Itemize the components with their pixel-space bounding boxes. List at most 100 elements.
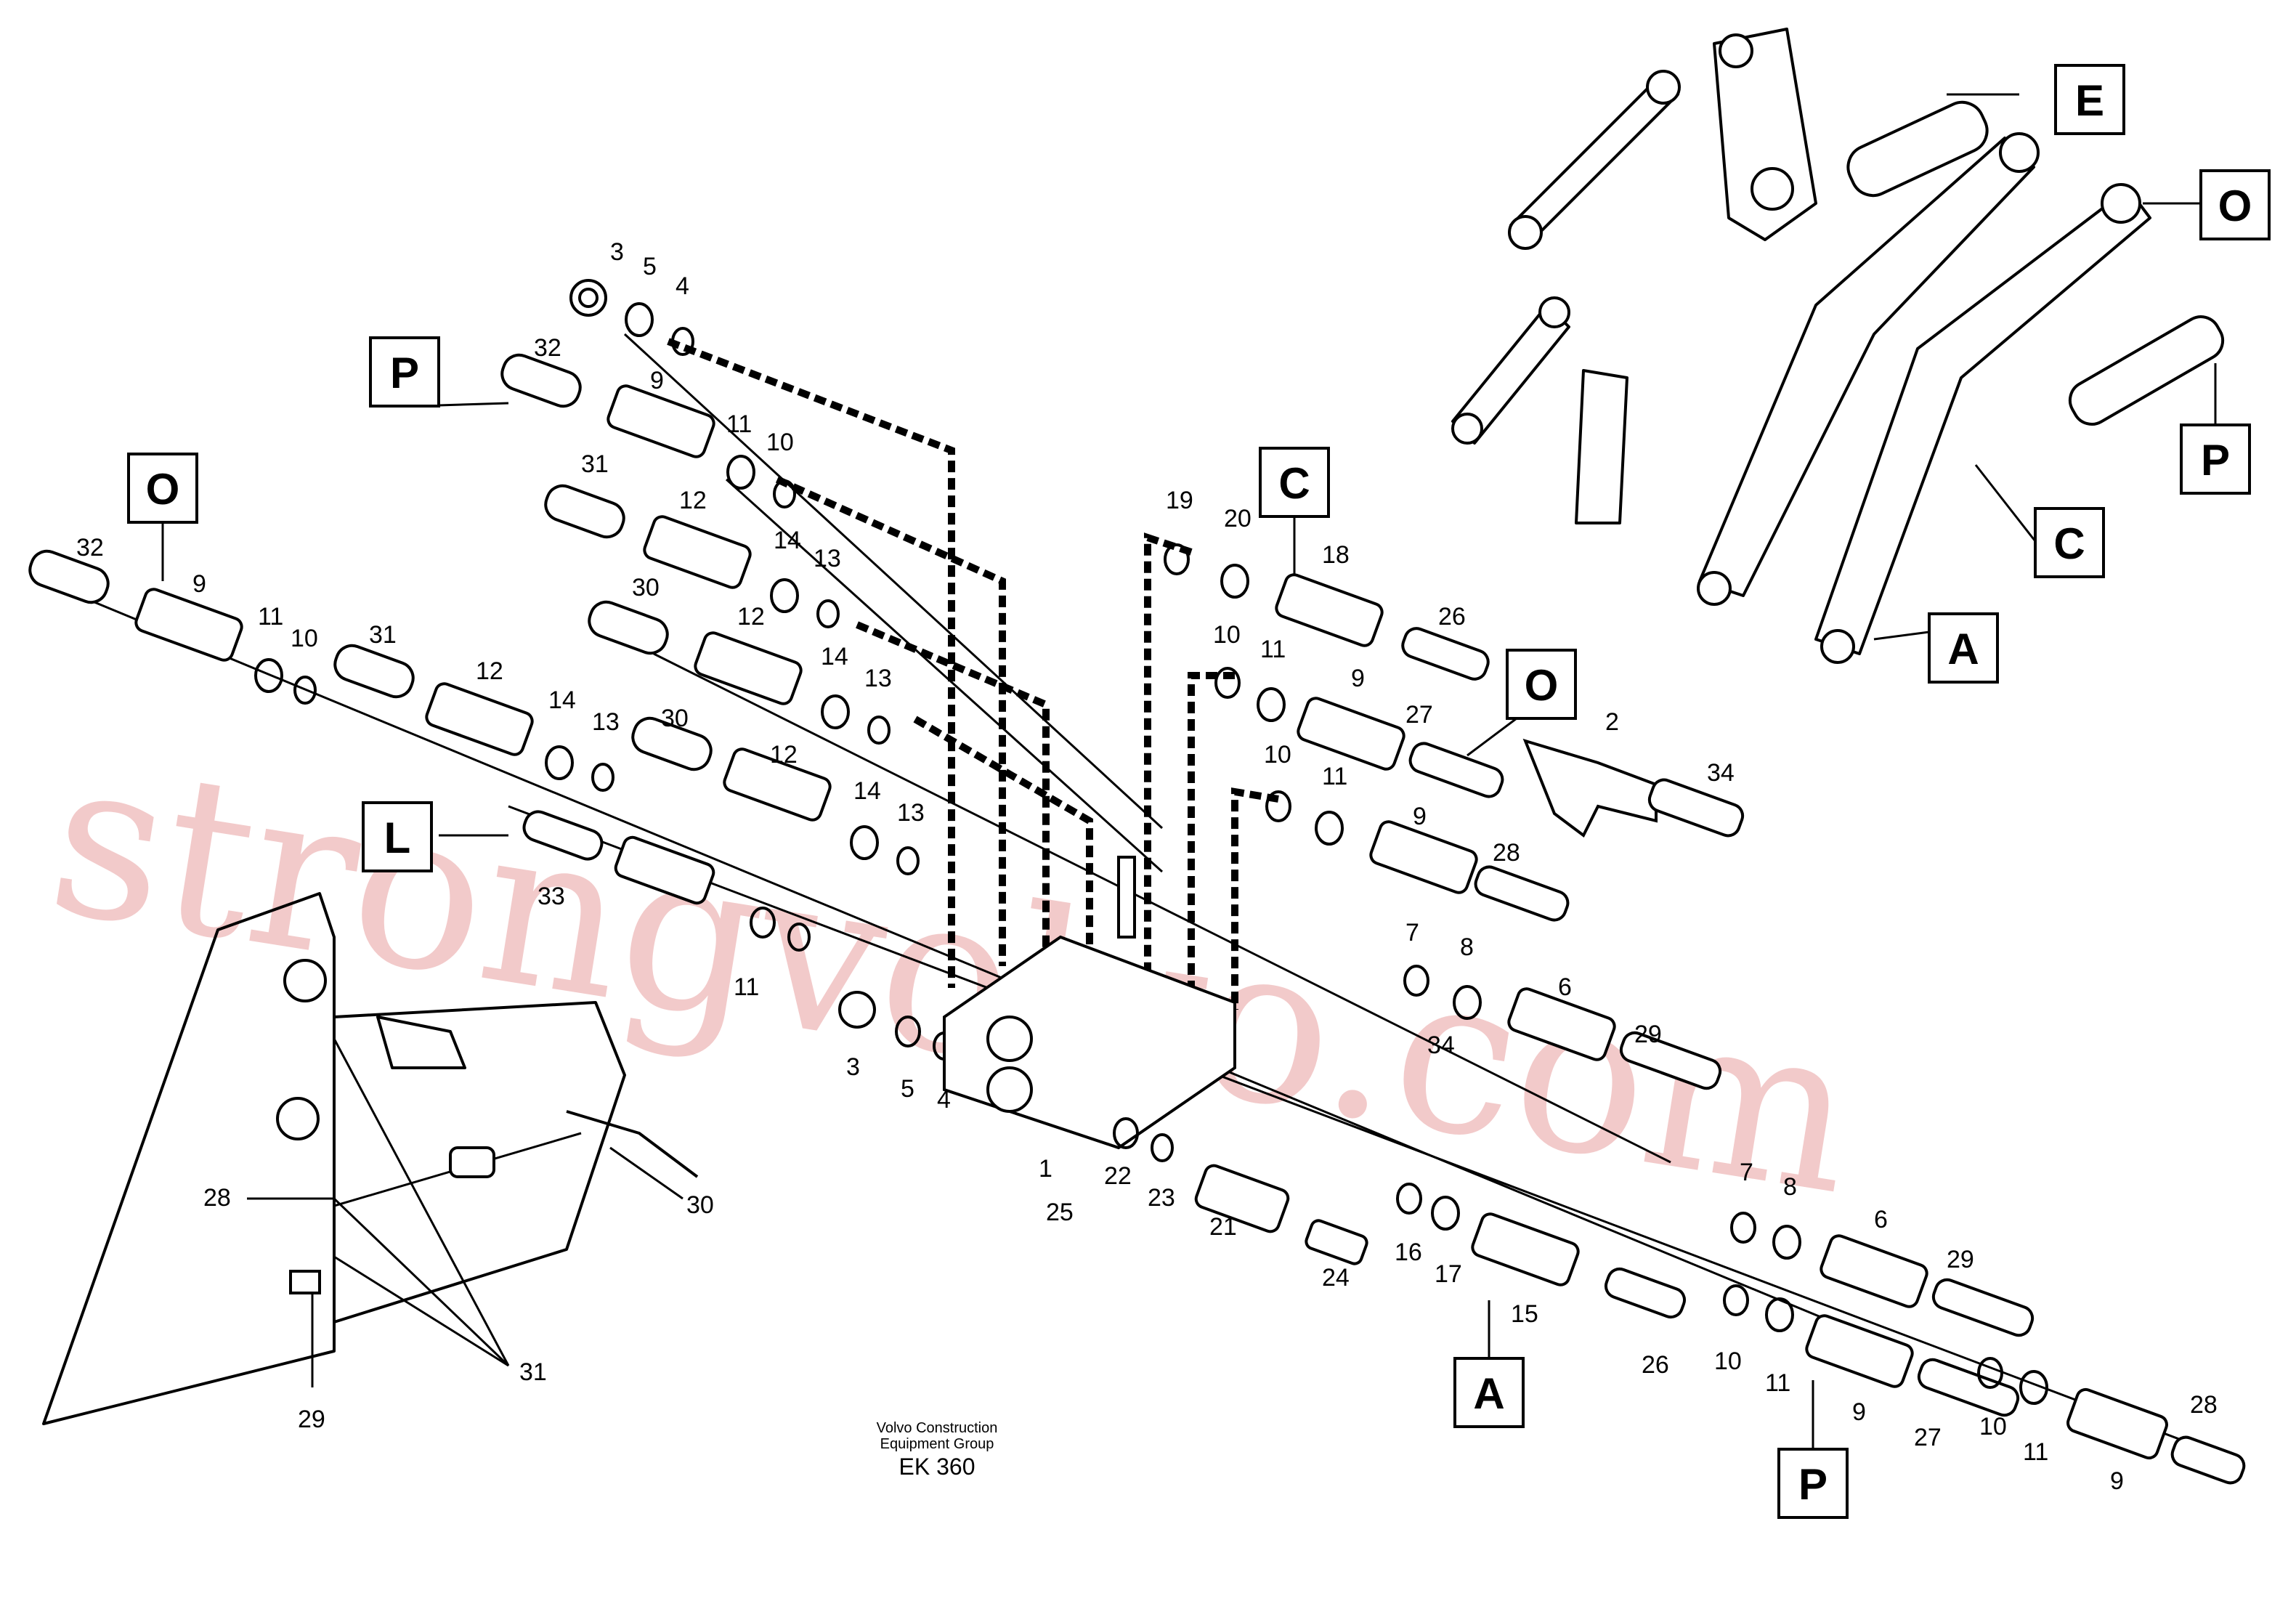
svg-text:11: 11 [1765,1369,1790,1397]
svg-text:15: 15 [1511,1300,1538,1328]
svg-text:10: 10 [1264,741,1291,769]
assembly-axis-lines [43,333,2216,1454]
svg-text:29: 29 [1947,1246,1974,1273]
svg-text:6: 6 [1558,973,1572,1001]
svg-text:26: 26 [1642,1351,1669,1379]
svg-text:10: 10 [1213,621,1241,649]
svg-text:30: 30 [661,705,689,732]
svg-text:C: C [1278,459,1310,508]
svg-text:10: 10 [291,625,318,652]
svg-text:11: 11 [2023,1438,2048,1466]
right-side-fittings [1164,543,2246,1485]
svg-text:8: 8 [1783,1173,1797,1201]
svg-text:19: 19 [1166,487,1193,514]
svg-text:10: 10 [1979,1413,2007,1440]
svg-text:O: O [146,465,180,514]
svg-text:27: 27 [1405,701,1433,729]
diagram-footer: Volvo Construction Equipment Group EK 36… [877,1420,998,1480]
callout-P1: P [369,336,440,408]
svg-text:5: 5 [901,1075,914,1103]
valve-block [943,856,1368,1265]
left-row-fittings [28,549,956,1061]
svg-text:13: 13 [897,799,925,827]
svg-text:30: 30 [686,1191,714,1219]
svg-text:18: 18 [1322,541,1350,569]
callout-A1: A [1928,612,1999,684]
svg-text:33: 33 [538,883,565,910]
svg-text:11: 11 [1322,763,1347,790]
svg-text:26: 26 [1438,603,1466,631]
svg-text:12: 12 [476,657,503,685]
svg-text:14: 14 [853,777,881,805]
svg-text:14: 14 [774,527,801,554]
svg-text:5: 5 [643,253,657,280]
svg-text:28: 28 [203,1184,231,1212]
callout-O1: O [127,453,198,524]
callout-P2: P [2180,423,2251,495]
svg-text:29: 29 [1634,1021,1662,1048]
svg-text:E: E [2075,76,2104,125]
svg-text:14: 14 [548,686,576,714]
callout-L1: L [362,801,433,872]
svg-text:11: 11 [1260,636,1286,663]
footer-code: EK 360 [899,1454,975,1480]
svg-text:12: 12 [679,487,707,514]
svg-text:12: 12 [770,741,798,769]
svg-text:O: O [1525,661,1559,710]
upper-left-fittings [500,279,920,875]
svg-text:7: 7 [1740,1159,1753,1186]
svg-text:11: 11 [734,973,759,1001]
svg-text:30: 30 [632,574,660,601]
svg-text:16: 16 [1395,1239,1422,1266]
svg-text:A: A [1473,1369,1504,1418]
svg-text:28: 28 [1493,839,1520,867]
callout-leaders [161,93,2217,1449]
svg-text:17: 17 [1435,1260,1462,1288]
svg-text:13: 13 [814,545,841,572]
svg-text:29: 29 [298,1406,325,1433]
svg-text:21: 21 [1209,1213,1237,1241]
svg-text:2: 2 [1605,708,1619,736]
callout-A2: A [1453,1357,1525,1428]
svg-text:32: 32 [76,534,104,562]
svg-text:11: 11 [726,410,752,438]
svg-text:13: 13 [864,665,892,692]
svg-text:25: 25 [1046,1199,1074,1226]
svg-text:10: 10 [766,429,794,456]
dashed-routing-lines [667,338,1279,1010]
svg-text:3: 3 [610,238,624,266]
svg-text:34: 34 [1707,759,1735,787]
svg-text:6: 6 [1874,1206,1888,1233]
callout-C1: C [1259,447,1330,518]
svg-text:9: 9 [192,570,206,598]
svg-text:9: 9 [1413,803,1427,830]
svg-text:10: 10 [1714,1347,1742,1375]
machine-frame [42,892,699,1425]
callout-P3: P [1777,1448,1849,1519]
svg-text:A: A [1947,625,1979,673]
svg-text:P: P [2201,436,2230,485]
svg-text:1: 1 [1039,1155,1052,1183]
svg-text:9: 9 [1852,1398,1866,1426]
callout-O2: O [1506,649,1577,720]
svg-text:22: 22 [1104,1162,1132,1190]
svg-text:4: 4 [937,1086,951,1114]
svg-text:P: P [1798,1460,1828,1509]
svg-text:11: 11 [258,603,283,631]
svg-text:14: 14 [821,643,848,670]
svg-text:O: O [2218,182,2252,230]
svg-text:34: 34 [1427,1031,1455,1059]
svg-text:4: 4 [676,272,689,300]
callout-E1: E [2054,64,2125,135]
svg-text:31: 31 [369,621,397,649]
svg-text:32: 32 [534,334,561,362]
svg-text:8: 8 [1460,933,1474,961]
svg-text:9: 9 [650,367,664,394]
lift-arm-assembly [1451,28,2225,664]
svg-text:7: 7 [1405,919,1419,947]
svg-text:12: 12 [737,603,765,631]
footer-line2: Equipment Group [880,1436,994,1452]
part-labels: 3 5 4 32 9 11 10 31 12 14 13 30 12 14 13… [76,238,2218,1495]
svg-text:L: L [384,814,411,862]
svg-text:31: 31 [581,450,609,478]
